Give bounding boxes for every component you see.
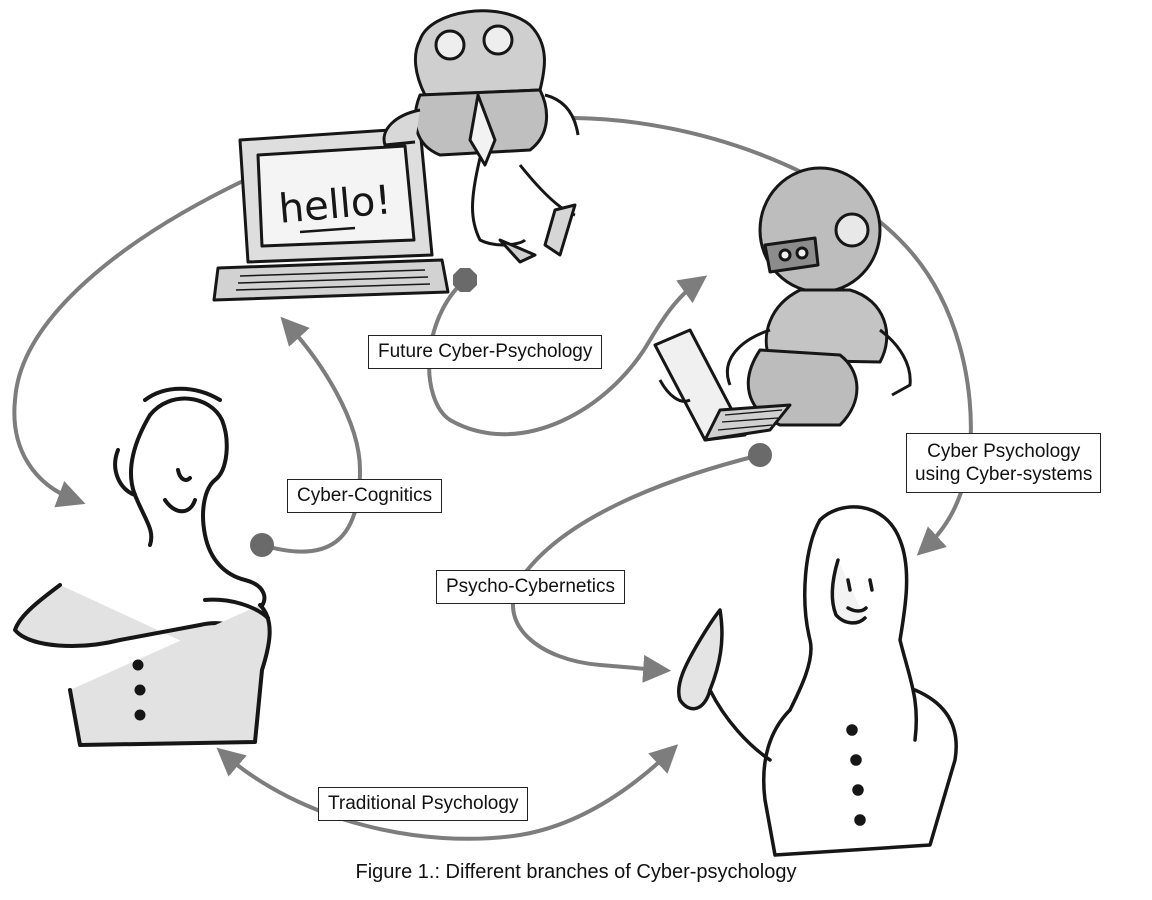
label-psycho-cybernetics: Psycho-Cybernetics bbox=[436, 570, 625, 604]
woman-figure-icon bbox=[677, 505, 958, 857]
label-future-cyber-psychology: Future Cyber-Psychology bbox=[368, 335, 603, 369]
arrow-traditional bbox=[216, 744, 679, 841]
man-figure-icon bbox=[13, 386, 272, 747]
label-traditional-psychology: Traditional Psychology bbox=[318, 787, 529, 821]
small-robot-icon bbox=[382, 9, 580, 264]
robot-icon bbox=[653, 166, 912, 442]
figure-caption: Figure 1.: Different branches of Cyber-p… bbox=[355, 861, 797, 883]
screen-text: hello! bbox=[277, 177, 393, 233]
arrow-cognitics bbox=[250, 316, 363, 557]
label-cyber-cognitics: Cyber-Cognitics bbox=[287, 479, 443, 513]
arrow-computer-to-man bbox=[12, 178, 247, 508]
label-cyber-psychology-line1: Cyber Psychology bbox=[927, 441, 1081, 462]
computer-icon: hello! bbox=[212, 126, 450, 302]
label-cyber-psychology-line2: using Cyber-systems bbox=[915, 464, 1093, 485]
label-cyber-psychology-systems: Cyber Psychology using Cyber-systems bbox=[906, 433, 1102, 493]
